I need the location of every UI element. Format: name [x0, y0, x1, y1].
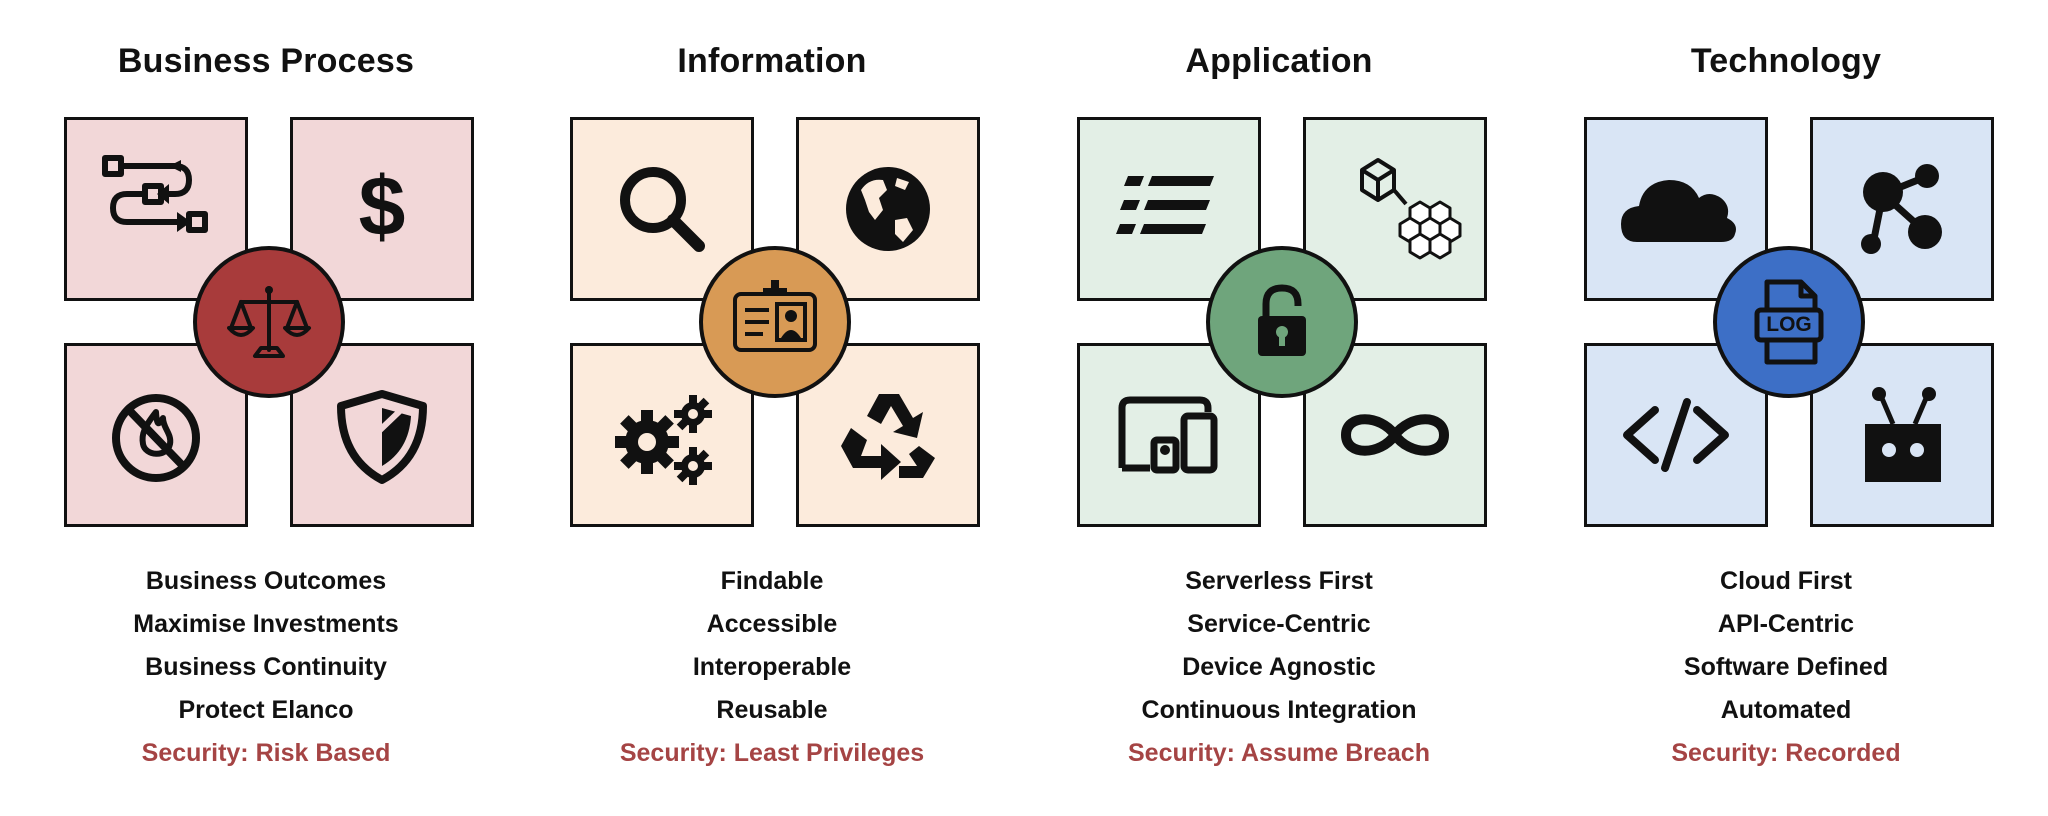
principle-item: Software Defined — [1683, 653, 1889, 681]
log-file-icon — [1754, 279, 1824, 365]
principles-list: Business Outcomes Maximise Investments B… — [56, 560, 476, 732]
principles-list: Serverless First Service-Centric Device … — [1069, 560, 1489, 732]
column-technology: Technology — [1576, 0, 1996, 816]
tile-process-flow — [64, 117, 248, 301]
principle-item: Interoperable — [692, 653, 852, 681]
share-nodes-icon — [1861, 164, 1942, 254]
principle-item: Business Outcomes — [145, 567, 387, 595]
principle-item: Maximise Investments — [133, 610, 399, 638]
magnifier-icon — [620, 167, 705, 252]
security-principle: Security: Least Privileges — [619, 739, 925, 767]
principle-item: Device Agnostic — [1182, 653, 1376, 681]
tile-grid — [1077, 117, 1491, 527]
hub-business-process — [193, 246, 345, 398]
scales-icon — [227, 286, 311, 358]
principle-item: Accessible — [706, 610, 838, 638]
principle-item: Findable — [720, 567, 824, 595]
padlock-icon — [1258, 284, 1306, 356]
tile-robot — [1810, 343, 1994, 527]
globe-icon — [846, 167, 930, 251]
id-badge-icon — [733, 280, 817, 352]
robot-icon — [1865, 387, 1941, 482]
principle-item: Serverless First — [1185, 567, 1373, 595]
principles-list: Findable Accessible Interoperable Reusab… — [562, 560, 982, 732]
tile-grid — [570, 117, 984, 527]
principle-item: Business Continuity — [145, 653, 387, 681]
principle-item: Protect Elanco — [178, 696, 354, 724]
gears-icon — [615, 395, 712, 485]
cloud-icon — [1621, 180, 1736, 242]
security-principle: Security: Risk Based — [141, 739, 391, 767]
hub-technology: LOG — [1713, 246, 1865, 398]
column-application: Application — [1069, 0, 1489, 816]
no-fire-icon — [112, 394, 200, 482]
shield-icon — [337, 390, 427, 484]
column-information: Information — [562, 0, 982, 816]
dollar-icon: $ — [359, 159, 406, 253]
list-icon — [1116, 176, 1214, 234]
column-title: Information — [677, 42, 867, 80]
principle-item: Automated — [1720, 696, 1852, 724]
tile-cubes — [1303, 117, 1487, 301]
column-title: Technology — [1690, 42, 1882, 80]
process-flow-icon — [102, 155, 208, 233]
svg-text:$: $ — [359, 159, 406, 253]
column-title: Business Process — [117, 42, 415, 80]
tile-dollar: $ — [290, 117, 474, 301]
tile-grid: $ — [64, 117, 478, 527]
security-principle: Security: Recorded — [1671, 739, 1901, 767]
principle-item: Cloud First — [1720, 567, 1852, 595]
recycle-icon — [841, 394, 935, 480]
principle-item: Reusable — [716, 696, 828, 724]
principle-item: API-Centric — [1717, 610, 1855, 638]
log-label: LOG — [1766, 313, 1812, 336]
column-business-process: Business Process $ — [56, 0, 476, 816]
hub-information — [699, 246, 851, 398]
infinity-icon — [1340, 414, 1450, 456]
devices-icon — [1118, 396, 1218, 474]
security-principle: Security: Assume Breach — [1128, 739, 1430, 767]
principles-list: Cloud First API-Centric Software Defined… — [1576, 560, 1996, 732]
column-title: Application — [1185, 42, 1373, 80]
tile-grid: LOG — [1584, 117, 1998, 527]
code-icon — [1623, 398, 1729, 472]
hub-application — [1206, 246, 1358, 398]
cubes-icon — [1360, 158, 1462, 260]
principle-item: Continuous Integration — [1141, 696, 1417, 724]
principle-item: Service-Centric — [1187, 610, 1371, 638]
